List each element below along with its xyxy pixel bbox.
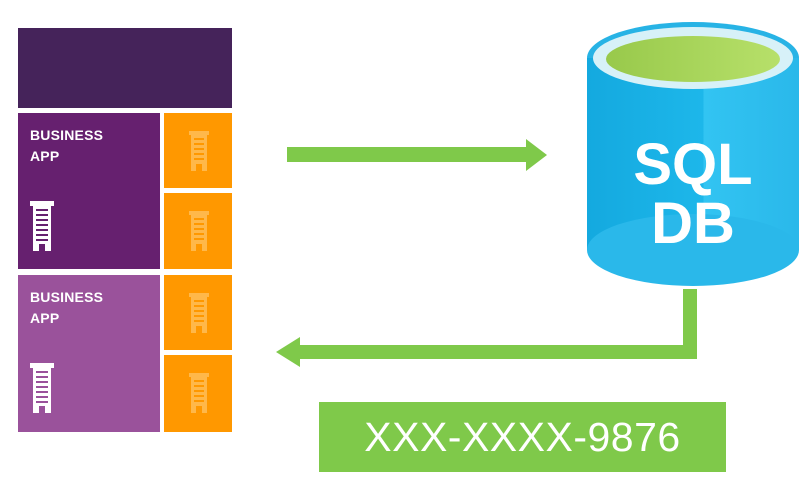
database-label-line-2: DB: [651, 191, 735, 256]
business-app-label-1: BUSINESS APP: [30, 127, 104, 164]
small-app-tile-2: [164, 193, 232, 269]
small-app-tile-1: [164, 113, 232, 188]
arrow-right: [287, 139, 547, 171]
app-header-tile: [18, 28, 232, 108]
small-app-tile-3: [164, 275, 232, 350]
arrow-left: [276, 289, 697, 367]
small-app-tile-4: [164, 355, 232, 432]
business-app-tile-2: BUSINESS APP: [18, 275, 160, 432]
building-icon: [30, 201, 54, 251]
database-label-line-1: SQL: [633, 132, 753, 197]
business-app-label-2: BUSINESS APP: [30, 289, 104, 326]
business-app-tile-1: BUSINESS APP: [18, 113, 160, 269]
database-cylinder: [587, 22, 799, 286]
masked-value-box: XXX-XXXX-9876: [319, 402, 726, 472]
building-icon: [30, 363, 54, 413]
building-icon: [189, 293, 209, 333]
building-icon: [189, 131, 209, 171]
building-icon: [189, 211, 209, 251]
building-icon: [189, 373, 209, 413]
